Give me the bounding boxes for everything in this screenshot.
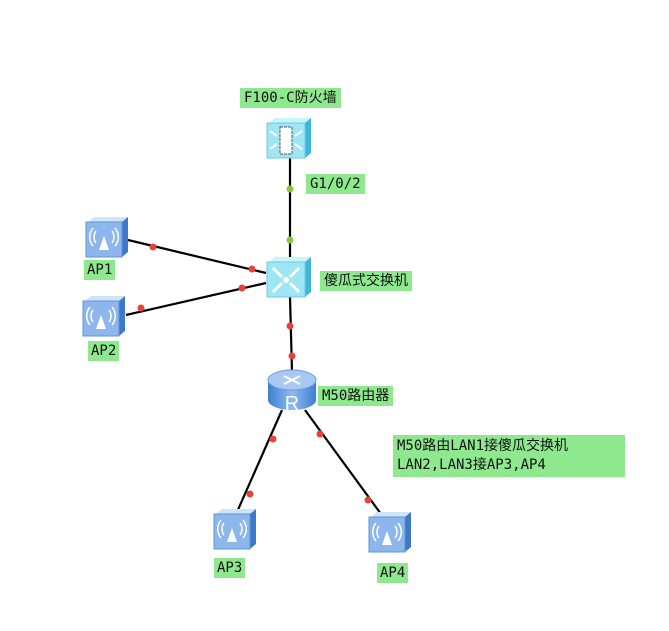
link-ap1-switch[interactable] xyxy=(127,238,267,275)
ap1-label: AP1 xyxy=(84,260,116,280)
port-label-g1-0-2: G1/0/2 xyxy=(306,174,365,194)
link-switch-router[interactable] xyxy=(288,296,294,373)
port-status-down xyxy=(246,490,254,498)
ap2-icon[interactable] xyxy=(81,295,127,337)
svg-text:R: R xyxy=(285,393,299,414)
port-status-down xyxy=(137,304,145,312)
note-line-1: M50路由LAN1接傻瓜交换机 xyxy=(397,438,569,454)
port-status-up xyxy=(286,185,294,193)
switch-label: 傻瓜式交换机 xyxy=(320,271,412,291)
port-status-down xyxy=(316,430,324,438)
ap3-label: AP3 xyxy=(214,558,246,578)
port-status-down xyxy=(286,322,294,330)
port-status-down xyxy=(288,352,296,360)
router-label: M50路由器 xyxy=(318,386,394,406)
link-router-ap3[interactable] xyxy=(235,409,284,513)
port-status-down xyxy=(364,496,372,504)
port-status-down xyxy=(248,265,256,273)
router-icon[interactable]: R xyxy=(266,368,318,414)
port-status-up xyxy=(286,236,294,244)
annotation-note: M50路由LAN1接傻瓜交换机 LAN2,LAN3接AP3,AP4 xyxy=(393,435,625,477)
firewall-label: F100-C防火墙 xyxy=(240,88,341,108)
note-line-2: LAN2,LAN3接AP3,AP4 xyxy=(397,457,546,473)
ap4-label: AP4 xyxy=(377,563,409,583)
port-status-down xyxy=(238,284,246,292)
ap1-icon[interactable] xyxy=(84,216,130,258)
port-status-down xyxy=(269,435,277,443)
port-status-down xyxy=(149,243,157,251)
firewall-icon[interactable] xyxy=(265,117,313,159)
ap2-label: AP2 xyxy=(88,341,120,361)
ap4-icon[interactable] xyxy=(367,511,413,553)
switch-icon[interactable] xyxy=(265,256,313,298)
ap3-icon[interactable] xyxy=(212,508,258,550)
